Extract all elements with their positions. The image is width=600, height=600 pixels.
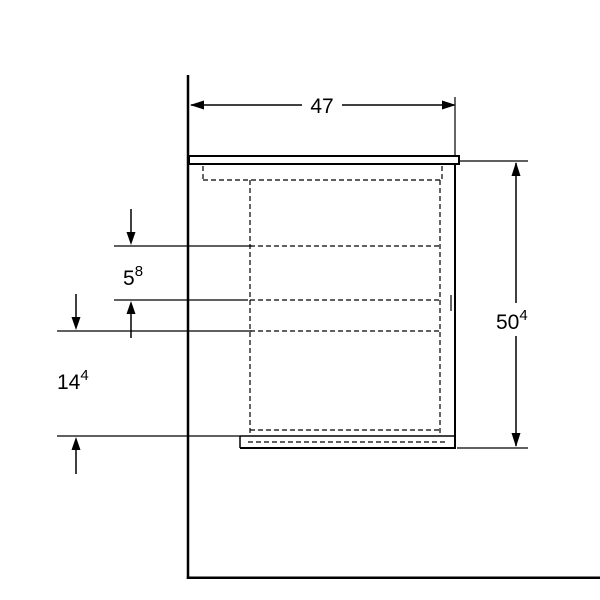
arrow-right-icon bbox=[442, 100, 456, 110]
cabinet-top-panel bbox=[188, 155, 460, 165]
dimension-lower-offset: 144 bbox=[57, 294, 252, 474]
dimension-drawer-offset-label: 58 bbox=[123, 263, 143, 290]
dimension-height-label: 504 bbox=[496, 307, 528, 334]
arrow-down-icon bbox=[126, 232, 136, 245]
dimension-height: 504 bbox=[457, 160, 528, 449]
dimension-lower-offset-label: 144 bbox=[57, 367, 89, 394]
dimension-depth: 47 bbox=[190, 95, 456, 155]
hidden-edges bbox=[202, 166, 448, 443]
arrow-up-icon bbox=[511, 162, 521, 176]
arrow-up-icon bbox=[71, 437, 81, 450]
dimension-depth-label: 47 bbox=[310, 95, 333, 118]
dimension-drawer-offset: 58 bbox=[114, 209, 252, 338]
arrow-down-icon bbox=[511, 433, 521, 447]
cabinet-outline bbox=[188, 155, 460, 449]
arrow-up-icon bbox=[126, 301, 136, 314]
arrow-left-icon bbox=[190, 100, 204, 110]
room-outline bbox=[186, 75, 600, 580]
arrow-down-icon bbox=[71, 317, 81, 330]
